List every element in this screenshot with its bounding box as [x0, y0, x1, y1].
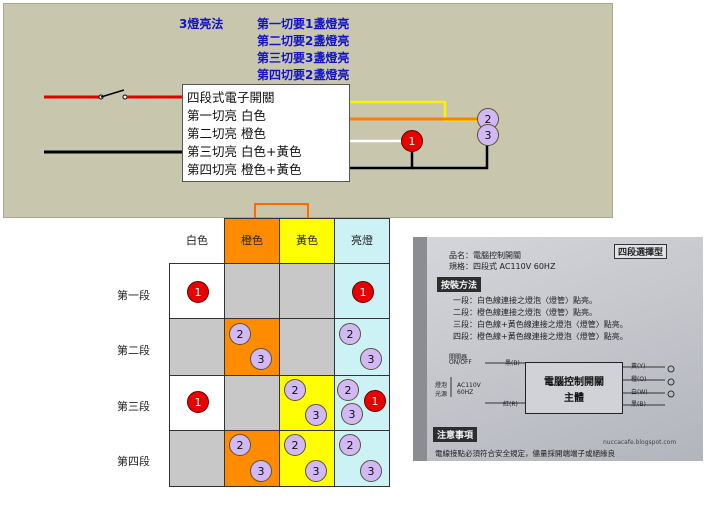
install-step-1: 一段：白色線連接之燈泡〈燈管〉點亮。 [453, 296, 597, 305]
onoff-label: ON/OFF [449, 359, 472, 366]
black-b-label: 黑(B) [505, 360, 520, 367]
mini-wiring-diagram [450, 362, 675, 406]
r2-yellow [279, 318, 335, 376]
bulb-3-icon: 3 [250, 348, 272, 370]
bulb-2-icon: 2 [229, 434, 251, 456]
bulb-1-icon: 1 [352, 281, 374, 303]
switch-line-3: 第三切亮 白色+黃色 [187, 144, 302, 159]
rule-1: 第一切要1盞燈亮 [257, 17, 350, 31]
r3-white: 1 [169, 375, 225, 431]
black-wire-red-bulb [350, 149, 414, 170]
r1-orange [224, 263, 280, 319]
wiring-lines [44, 89, 489, 219]
photo-background [413, 237, 703, 461]
r2-lit: 2 3 [334, 318, 390, 376]
switch-line-4: 第四切亮 橙色+黃色 [187, 162, 302, 177]
wire-label-orange: 橙(O) [631, 376, 647, 383]
bulb-2-icon: 2 [284, 379, 306, 401]
r1-lit: 1 [334, 263, 390, 319]
voltage-label: AC110V 60HZ [457, 382, 481, 396]
orange-bracket [254, 203, 309, 219]
r4-yellow: 2 3 [279, 430, 335, 487]
instruction-photo: 四段選擇型 品名：電腦控制開關 規格：四段式 AC110V 60HZ 按裝方法 … [413, 237, 703, 461]
bulb-1-icon: 1 [364, 390, 386, 412]
product-name: 品名：電腦控制開關 [449, 251, 521, 260]
rule-3: 第三切要3盞燈亮 [257, 51, 350, 65]
switch-contact-right [122, 94, 128, 100]
black-wire-lav-bulb [412, 141, 489, 170]
switch-label: 開關器 [449, 354, 468, 361]
install-step-3: 三段：白色線+黃色線連接之燈泡〈燈管〉點亮。 [453, 320, 628, 329]
install-step-4: 四段：橙色線+黃色線連接之燈泡〈燈管〉點亮。 [453, 332, 628, 341]
bulb-3-icon: 3 [305, 404, 327, 426]
bulb-1-icon: 1 [187, 391, 209, 413]
r3-lit: 2 3 1 [334, 375, 390, 431]
switch-line-2: 第二切亮 橙色 [187, 126, 266, 141]
install-heading: 按裝方法 [437, 277, 482, 292]
bulb-2-icon: 2 [339, 323, 361, 345]
bulb-3-icon: 3 [360, 460, 382, 482]
row-label-2: 第二段 [117, 344, 150, 357]
install-step-2: 二段：橙色線連接之燈泡〈燈管〉點亮。 [453, 308, 597, 317]
r1-white: 1 [169, 263, 225, 319]
photo-edge [413, 237, 427, 461]
diagram-box-title: 電腦控制開關 [544, 377, 604, 388]
header-white: 白色 [169, 218, 225, 264]
bulb-1-icon: 1 [401, 130, 423, 152]
bulb-2-icon: 2 [229, 323, 251, 345]
red-r-label: 紅(R) [503, 401, 518, 408]
r2-orange: 2 3 [224, 318, 280, 376]
switch-line-1: 第一切亮 白色 [187, 108, 266, 123]
header-yellow: 黃色 [279, 218, 335, 264]
switch-box-title: 四段式電子開關 [187, 90, 275, 105]
bulb-3-icon: 3 [477, 124, 499, 146]
row-label-1: 第一段 [117, 289, 150, 302]
bulb-2-icon: 2 [337, 379, 359, 401]
row-label-3: 第三段 [117, 400, 150, 413]
wire-label-white: 白(W) [631, 389, 648, 396]
watermark: nuccacafe.blogspot.com [603, 439, 677, 446]
bulb-3-icon: 3 [341, 403, 363, 425]
diagram-box-subtitle: 主體 [564, 393, 584, 404]
switch-lever [100, 89, 125, 98]
diagram-box: 電腦控制開關 主體 [525, 362, 623, 414]
switch-box: 四段式電子開關 第一切亮 白色 第二切亮 橙色 第三切亮 白色+黃色 第四切亮 … [182, 84, 350, 182]
bulb-3-icon: 3 [305, 460, 327, 482]
wire-label-black: 黑(B) [631, 401, 646, 408]
model-label: 四段選擇型 [614, 244, 668, 259]
r4-white [169, 430, 225, 487]
r4-lit: 2 3 [334, 430, 390, 487]
bulb-1-icon: 1 [187, 281, 209, 303]
row-label-4: 第四段 [117, 455, 150, 468]
bulb-3-icon: 3 [360, 348, 382, 370]
rule-2: 第二切要2盞燈亮 [257, 34, 350, 48]
bulb-2-icon: 2 [284, 434, 306, 456]
bulb-2-icon: 2 [339, 434, 361, 456]
bulb-3-icon: 3 [250, 460, 272, 482]
r1-yellow [279, 263, 335, 319]
wire-label-yellow: 黃(Y) [631, 363, 646, 370]
rule-4: 第四切要2盞燈亮 [257, 68, 350, 82]
method-title: 3燈亮法 [179, 17, 224, 31]
state-table: 白色 橙色 黃色 亮燈 1 1 2 3 2 3 1 2 3 2 3 1 2 3 … [169, 218, 390, 487]
notice-text: 電線接點必須符合安全規定，儘量採開端端子或絕緣良 [435, 449, 615, 458]
product-spec: 規格：四段式 AC110V 60HZ [449, 262, 556, 271]
r3-yellow: 2 3 [279, 375, 335, 431]
yellow-wire [350, 100, 478, 122]
header-lit: 亮燈 [334, 218, 390, 264]
r4-orange: 2 3 [224, 430, 280, 487]
source-label: 燈泡光源 [435, 382, 448, 398]
header-orange: 橙色 [224, 218, 280, 264]
r3-orange [224, 375, 280, 431]
r2-white [169, 318, 225, 376]
wiring-panel: 3燈亮法 第一切要1盞燈亮 第二切要2盞燈亮 第三切要3盞燈亮 第四切要2盞燈亮 [3, 3, 613, 218]
notice-heading: 注意事項 [433, 427, 478, 442]
